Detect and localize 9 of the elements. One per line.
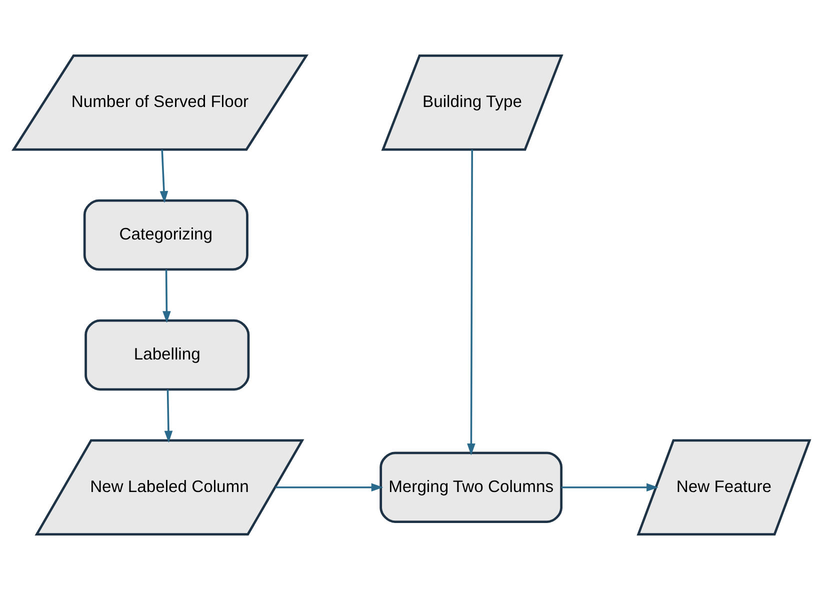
arrow xyxy=(276,482,384,492)
arrow xyxy=(160,149,168,202)
node-box: Merging Two Columns xyxy=(380,451,562,522)
arrow xyxy=(164,389,173,442)
arrow xyxy=(561,482,658,492)
node-box: Categorizing xyxy=(83,198,248,270)
arrow xyxy=(467,149,476,455)
arrow xyxy=(162,269,171,323)
node-box: Labelling xyxy=(84,318,250,390)
